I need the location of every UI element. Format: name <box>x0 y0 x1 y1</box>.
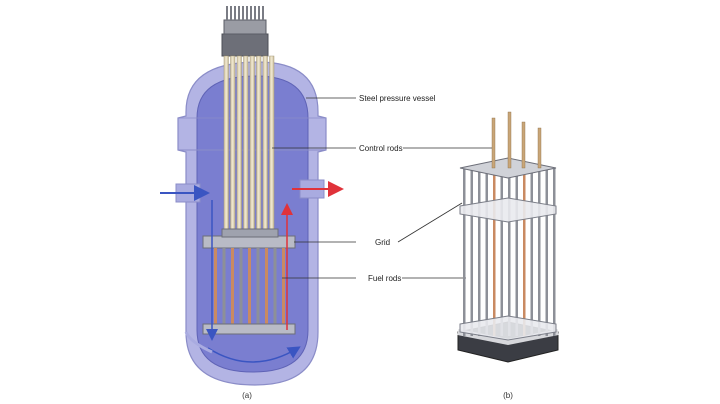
assembly-control-rods <box>491 111 542 169</box>
assembly-control-rod <box>507 111 512 169</box>
label-grid: Grid <box>375 238 390 247</box>
control-rod-bundle <box>223 55 275 235</box>
control-rod <box>249 55 255 235</box>
assembly-grid-upper <box>459 197 557 223</box>
assembly-rod <box>470 168 473 336</box>
assembly-rod <box>485 168 488 336</box>
control-rod <box>243 55 249 235</box>
drive-pin <box>234 6 236 21</box>
drive-pin <box>250 6 252 21</box>
control-rod <box>256 55 262 235</box>
caption-b: (b) <box>503 391 513 400</box>
caption-a: (a) <box>242 391 252 400</box>
leader-lines <box>272 97 494 279</box>
assembly-rod <box>478 168 481 336</box>
drive-pin <box>226 6 228 21</box>
coolant-flow-arrows <box>160 181 344 341</box>
fuel-rod-bundle <box>214 248 285 324</box>
assembly-control-rod <box>537 127 542 169</box>
fuel-rod <box>265 248 268 324</box>
drive-pin <box>246 6 248 21</box>
assembly-rod <box>463 168 466 336</box>
fuel-assembly <box>457 111 559 363</box>
drive-pin <box>262 6 264 21</box>
fuel-rod <box>273 248 277 324</box>
fuel-rod <box>214 248 217 324</box>
control-rod <box>269 55 275 235</box>
bottom-support-plate <box>202 323 296 335</box>
fuel-rod <box>256 248 260 324</box>
assembly-rod <box>553 168 556 336</box>
drive-pin <box>242 6 244 21</box>
assembly-rod <box>538 168 541 336</box>
drive-mechanism <box>221 6 269 57</box>
drive-pin <box>238 6 240 21</box>
assembly-rod <box>545 168 548 336</box>
assembly-rod <box>493 168 496 336</box>
assembly-rod <box>500 168 503 336</box>
grid-plate <box>202 228 296 249</box>
control-rod <box>262 55 268 235</box>
assembly-rod <box>515 168 518 336</box>
assembly-rod <box>508 168 511 336</box>
drive-pin <box>258 6 260 21</box>
label-fuel-rods: Fuel rods <box>368 274 401 283</box>
drive-pin <box>254 6 256 21</box>
assembly-control-rod <box>491 117 496 169</box>
drive-pin <box>230 6 232 21</box>
fuel-rod <box>239 248 243 324</box>
assembly-rod <box>523 168 526 336</box>
control-rod <box>223 55 229 235</box>
assembly-rods <box>463 168 556 336</box>
drive-pins <box>226 6 264 21</box>
fuel-rod <box>248 248 251 324</box>
control-rod <box>230 55 236 235</box>
label-steel-pressure-vessel: Steel pressure vessel <box>359 94 436 103</box>
assembly-rod <box>530 168 533 336</box>
assembly-control-rod <box>521 121 526 169</box>
control-rod <box>236 55 242 235</box>
assembly-grid-lower <box>459 315 557 341</box>
fuel-rod <box>282 248 285 324</box>
fuel-rod <box>222 248 226 324</box>
fuel-rod <box>231 248 234 324</box>
label-control-rods: Control rods <box>359 144 403 153</box>
